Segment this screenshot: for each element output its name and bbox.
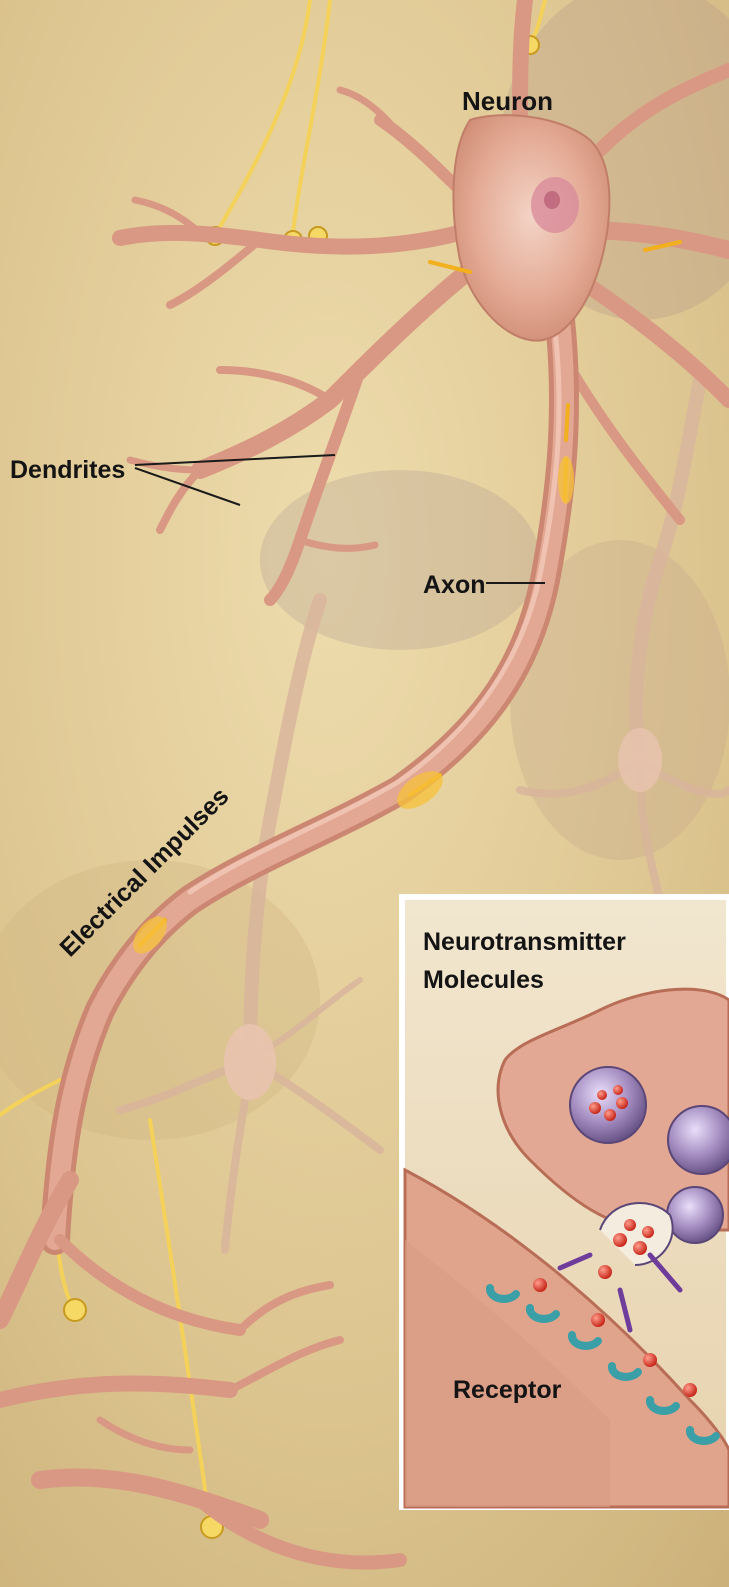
vesicle (668, 1106, 729, 1174)
label-receptor: Receptor (453, 1376, 562, 1404)
label-neuron: Neuron (462, 86, 553, 116)
vesicle (570, 1067, 646, 1143)
label-dendrites: Dendrites (10, 456, 125, 484)
label-axon: Axon (423, 571, 486, 599)
nucleolus (544, 191, 560, 209)
background-soma-right (618, 728, 662, 792)
label-neurotransmitter-line1: Neurotransmitter (423, 928, 626, 956)
background-soma-lower (224, 1024, 276, 1100)
synapse-inset: Neurotransmitter Molecules Receptor (402, 897, 729, 1507)
label-neurotransmitter-line2: Molecules (423, 966, 544, 994)
vesicle (667, 1187, 723, 1243)
